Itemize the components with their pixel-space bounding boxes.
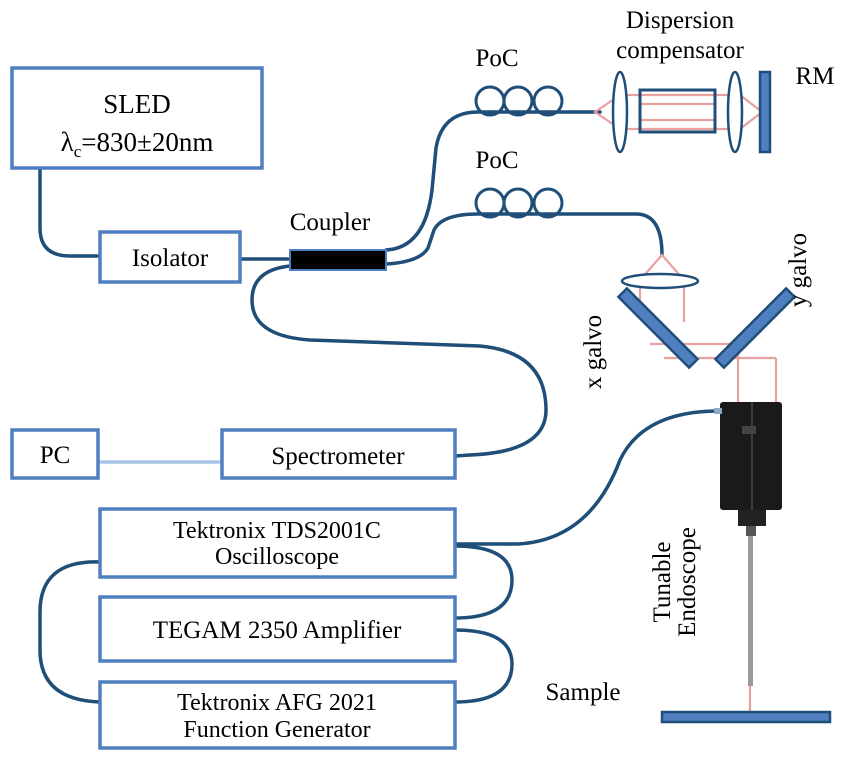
fiber-oscilloscope-endoscope	[453, 409, 724, 546]
poc-top-coils	[474, 85, 564, 117]
fiber-coupler-reference-arm	[384, 110, 602, 252]
pc-box	[10, 428, 100, 480]
pc-label: PC	[40, 442, 71, 469]
oscilloscope-box	[98, 507, 457, 579]
cable-amplifier-function-generator	[453, 628, 514, 704]
oscilloscope-label-line1: Tektronix TDS2001C	[173, 518, 381, 544]
sled-box	[10, 66, 264, 170]
poc-bottom-coils	[474, 187, 564, 219]
rm-label: RM	[796, 63, 835, 90]
poc-top-label: PoC	[475, 45, 518, 72]
dispersion-label-line2: compensator	[616, 37, 744, 64]
dispersion-compensator-block	[638, 88, 717, 134]
isolator-label: Isolator	[132, 245, 209, 272]
function-generator-box	[98, 680, 457, 750]
sled-title: SLED	[103, 89, 171, 119]
fiber-sled-isolator	[38, 166, 102, 258]
y-galvo-label: y galvo	[785, 233, 812, 307]
fiber-coupler-spectrometer	[250, 264, 548, 458]
coupler-block	[289, 249, 387, 271]
function-generator-label-line1: Tektronix AFG 2021	[177, 690, 377, 716]
oscilloscope-label-line2: Oscilloscope	[215, 544, 339, 570]
spectrometer-label: Spectrometer	[271, 443, 405, 470]
reference-lens-left	[611, 70, 629, 154]
reference-lens-right	[726, 70, 744, 154]
dispersion-label-line1: Dispersion	[626, 7, 735, 34]
fiber-coupler-sample-arm	[384, 212, 664, 266]
coupler-label: Coupler	[290, 209, 371, 236]
x-galvo-label: x galvo	[580, 315, 607, 389]
isolator-box	[98, 230, 242, 284]
endoscope-label-line1: Tunable	[649, 541, 676, 622]
sample-plate	[660, 710, 832, 724]
poc-bottom-label: PoC	[475, 147, 518, 174]
y-galvo-mirror	[713, 286, 797, 370]
endoscope-body	[714, 402, 782, 686]
amplifier-label: TEGAM 2350 Amplifier	[153, 617, 402, 644]
scan-lens	[620, 272, 700, 290]
sled-wavelength: λc=830±20nm	[61, 127, 214, 161]
cable-oscilloscope-function-generator	[38, 560, 102, 704]
x-galvo-mirror	[616, 286, 700, 370]
spectrometer-box	[220, 428, 457, 480]
cable-oscilloscope-amplifier	[453, 544, 514, 620]
function-generator-label-line2: Function Generator	[183, 717, 370, 743]
endoscope-label-line2: Endoscope	[674, 527, 701, 637]
reference-mirror	[758, 70, 772, 154]
amplifier-box	[98, 595, 457, 663]
sample-label: Sample	[546, 679, 621, 706]
